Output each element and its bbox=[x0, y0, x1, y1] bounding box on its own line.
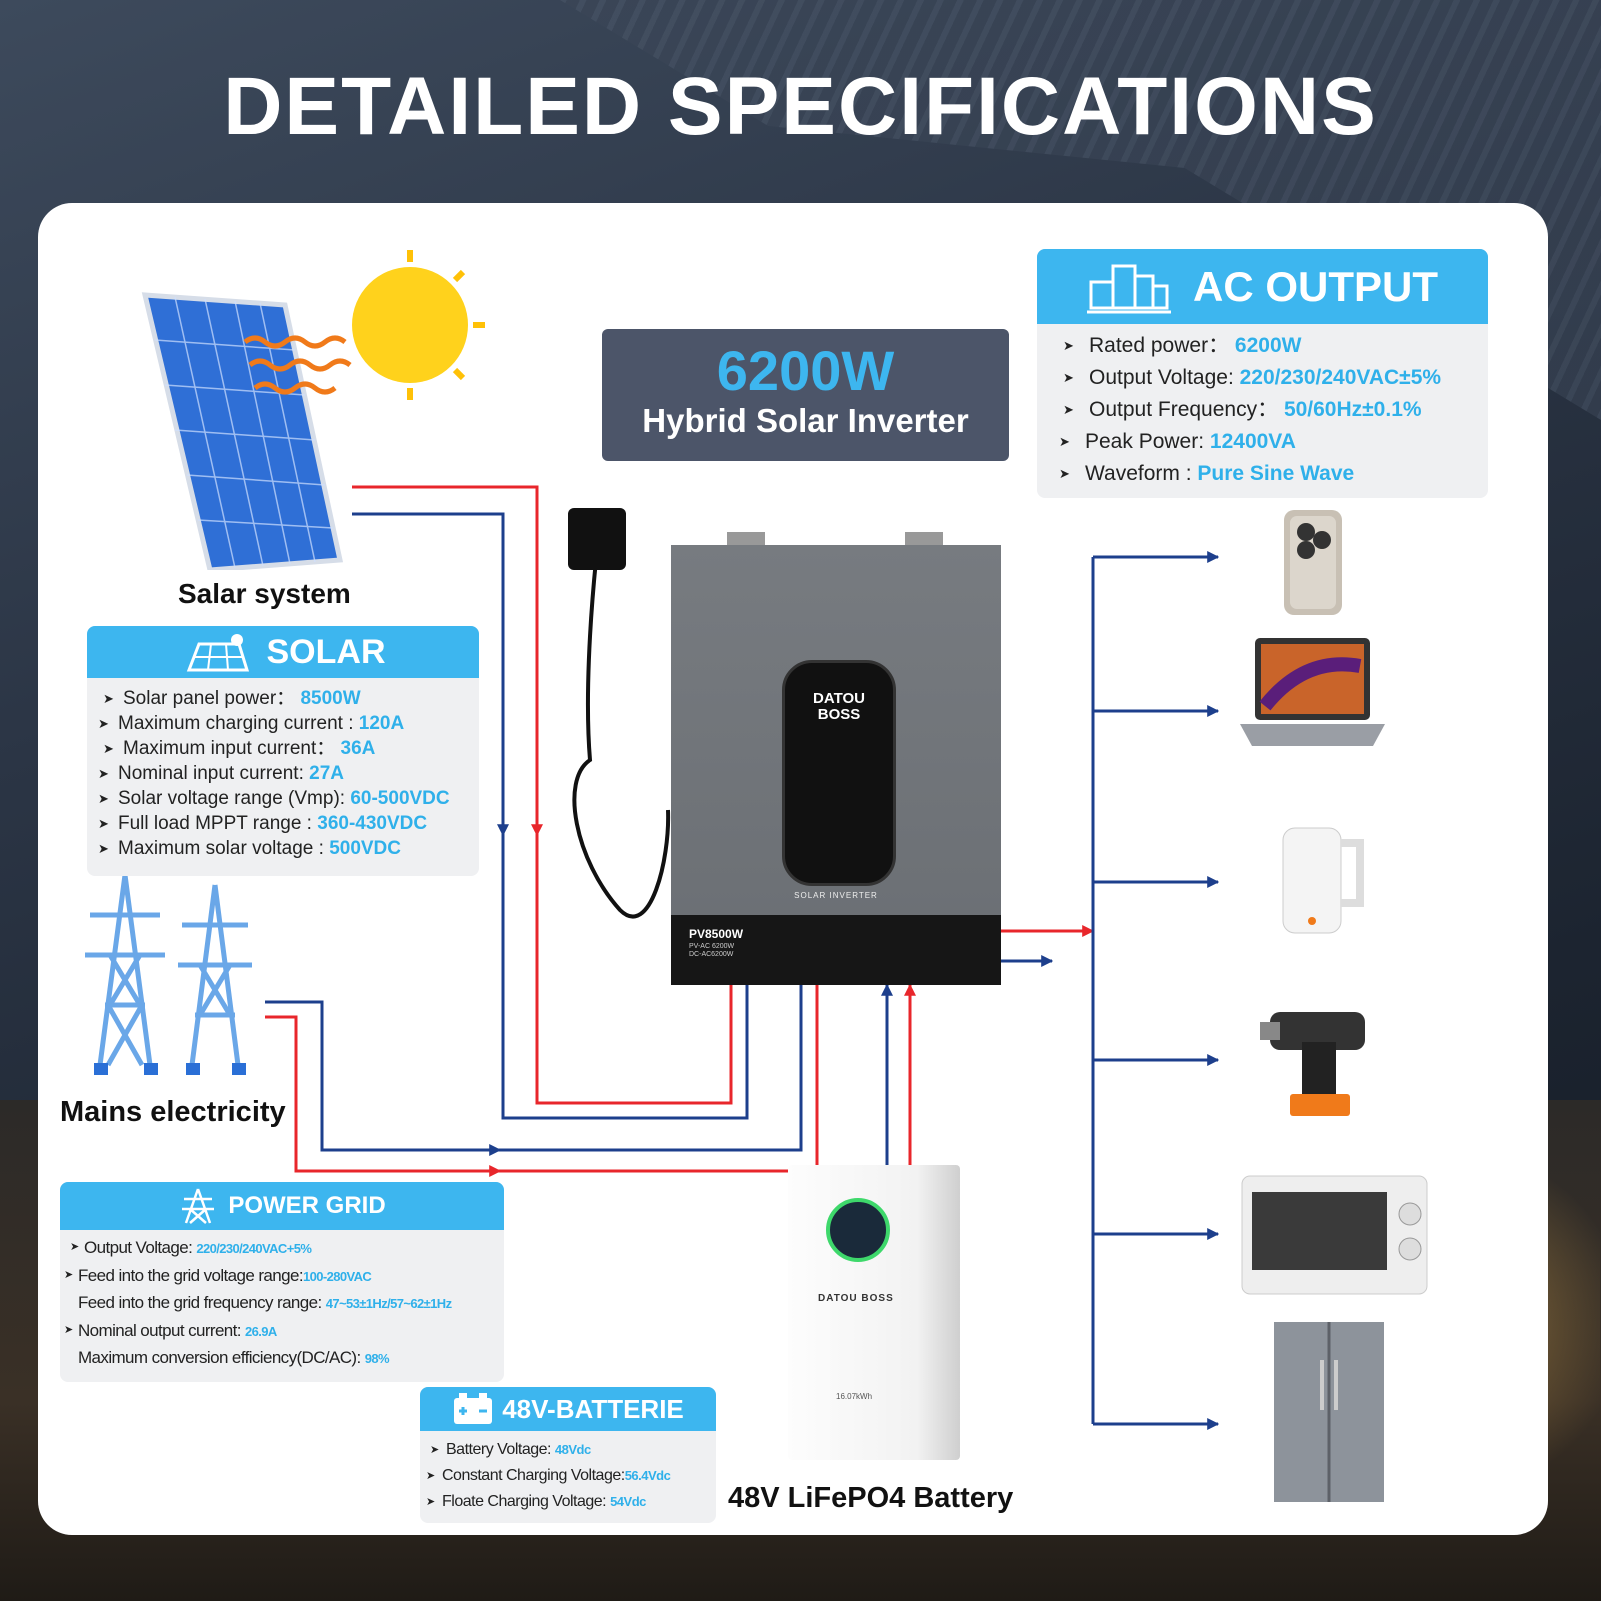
list-item: Constant Charging Voltage:56.4Vdc bbox=[426, 1463, 716, 1489]
list-item: Waveform : Pure Sine Wave bbox=[1059, 458, 1488, 490]
solar-panel-icon bbox=[141, 250, 485, 570]
ac-output-header: AC OUTPUT bbox=[1193, 262, 1438, 310]
inverter-model: PV8500W bbox=[689, 927, 744, 941]
hybrid-inverter-box: 6200W Hybrid Solar Inverter bbox=[602, 329, 1009, 461]
inverter-sub1: PV-AC 6200W bbox=[689, 943, 735, 950]
list-item: Floate Charging Voltage: 54Vdc bbox=[426, 1489, 716, 1515]
list-item: Solar panel power： 8500W bbox=[103, 686, 479, 711]
list-item: Nominal output current: 26.9A bbox=[64, 1317, 504, 1345]
solar-red-line bbox=[352, 485, 733, 1105]
drill-icon bbox=[1260, 1012, 1365, 1116]
list-item: Output Frequency： 50/60Hz±0.1% bbox=[1063, 394, 1488, 426]
hybrid-wattage: 6200W bbox=[716, 339, 895, 402]
list-item: Peak Power: 12400VA bbox=[1059, 426, 1488, 458]
grid-red-line bbox=[265, 985, 819, 1173]
inverter-sub2: DC-AC6200W bbox=[689, 951, 734, 958]
grid-tower-small-icon bbox=[182, 1188, 215, 1224]
battery-device: DATOU BOSS 16.07kWh bbox=[788, 1165, 960, 1460]
ac-output-spec-card: AC OUTPUT Rated power： 6200W Output Volt… bbox=[1037, 249, 1488, 498]
smartphone-icon bbox=[1284, 510, 1342, 615]
battery-icon bbox=[454, 1393, 493, 1424]
inverter-device: DATOU BOSS SOLAR INVERTER PV8500W PV-AC … bbox=[671, 545, 1001, 985]
inverter-bracket-left bbox=[727, 532, 765, 546]
inverter-bracket-right bbox=[905, 532, 943, 546]
list-item: Feed into the grid voltage range:100-280… bbox=[64, 1262, 504, 1290]
page-title: DETAILED SPECIFICATIONS bbox=[223, 61, 1378, 152]
solar-system-label: Salar system bbox=[178, 578, 351, 609]
list-item: Maximum input current： 36A bbox=[103, 736, 479, 761]
list-item: Maximum solar voltage : 500VDC bbox=[98, 836, 479, 861]
power-grid-header: POWER GRID bbox=[228, 1192, 386, 1219]
list-item: Feed into the grid frequency range: 47~5… bbox=[78, 1293, 452, 1312]
solar-blue-line bbox=[352, 512, 749, 1120]
power-grid-spec-card: POWER GRID Output Voltage: 220/230/240VA… bbox=[60, 1182, 504, 1382]
list-item: Solar voltage range (Vmp): 60-500VDC bbox=[98, 786, 479, 811]
grid-blue-line bbox=[265, 985, 803, 1152]
solar-panel-small-icon bbox=[186, 634, 249, 672]
ct-clamp-cable bbox=[572, 559, 671, 919]
sun-icon bbox=[352, 267, 468, 383]
solar-spec-card: SOLAR Solar panel power： 8500W Maximum c… bbox=[87, 626, 479, 876]
list-item: Battery Voltage: 48Vdc bbox=[430, 1437, 716, 1463]
toaster-oven-icon bbox=[1241, 1175, 1428, 1295]
inverter-caption: SOLAR INVERTER bbox=[794, 891, 878, 900]
appliances-icon bbox=[1087, 264, 1171, 313]
battery-display-ring bbox=[826, 1198, 890, 1262]
power-tower-icon bbox=[85, 875, 252, 1075]
list-item: Maximum conversion efficiency(DC/AC): 98… bbox=[78, 1348, 390, 1367]
inverter-footer: PV8500W PV-AC 6200W DC-AC6200W bbox=[671, 915, 1001, 985]
list-item: Output Voltage: 220/230/240VAC+5% bbox=[70, 1234, 504, 1262]
inverter-brand-line1: DATOU bbox=[813, 690, 865, 707]
inverter-brand-line2: BOSS bbox=[817, 706, 861, 723]
kettle-icon bbox=[1282, 827, 1364, 934]
battery-header: 48V-BATTERIE bbox=[502, 1393, 684, 1424]
battery-spec-card: 48V-BATTERIE Battery Voltage: 48Vdc Cons… bbox=[420, 1387, 716, 1523]
list-item: Full load MPPT range : 360-430VDC bbox=[98, 811, 479, 836]
list-item: Output Voltage: 220/230/240VAC±5% bbox=[1063, 362, 1488, 394]
list-item: Maximum charging current : 120A bbox=[98, 711, 479, 736]
ct-clamp-icon bbox=[568, 508, 626, 570]
battery-brand: DATOU BOSS bbox=[818, 1293, 894, 1304]
hybrid-name: Hybrid Solar Inverter bbox=[642, 402, 969, 439]
inverter-display: DATOU BOSS bbox=[782, 660, 896, 886]
list-item: Nominal input current: 27A bbox=[98, 761, 479, 786]
battery-label: 48V LiFePO4 Battery bbox=[728, 1482, 1014, 1514]
laptop-icon bbox=[1240, 638, 1385, 746]
mains-electricity-label: Mains electricity bbox=[60, 1096, 286, 1128]
solar-header: SOLAR bbox=[266, 632, 386, 671]
refrigerator-icon bbox=[1274, 1322, 1384, 1502]
list-item: Rated power： 6200W bbox=[1063, 330, 1488, 362]
battery-capacity: 16.07kWh bbox=[836, 1392, 873, 1401]
